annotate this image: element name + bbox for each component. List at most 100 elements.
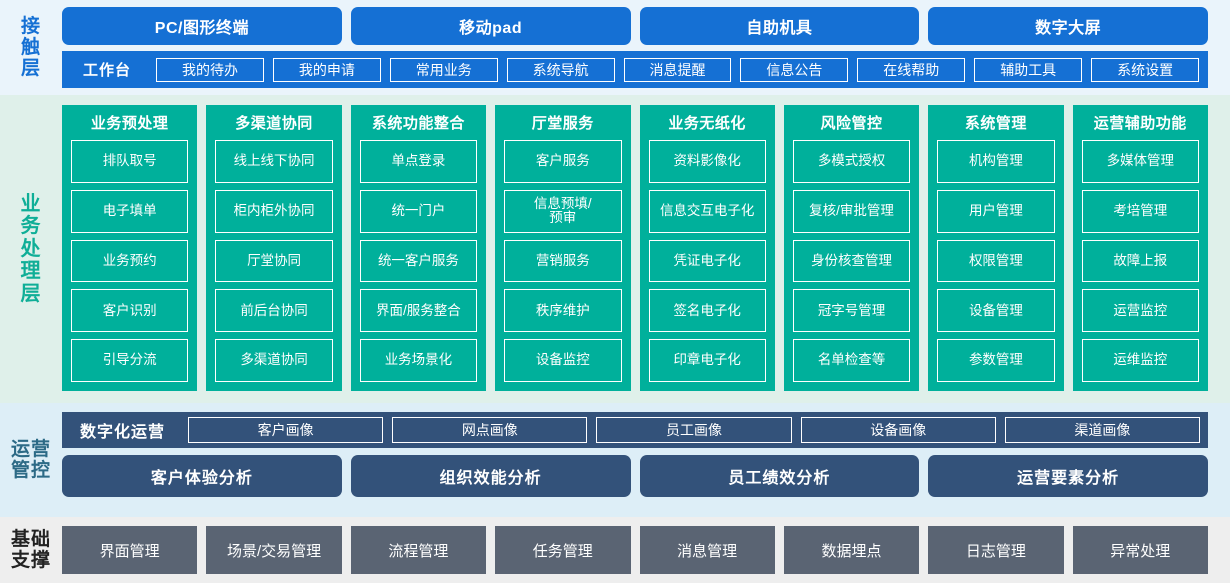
business-item[interactable]: 前后台协同 [215,289,333,333]
business-item[interactable]: 业务场景化 [359,339,478,382]
business-item[interactable]: 界面/服务整合 [359,289,478,333]
base-layer-band: 基础支撑 界面管理 场景/交易管理 流程管理 任务管理 消息管理 数据埋点 日志… [0,517,1230,583]
operations-layer-band: 运营管控 数字化运营 客户画像 网点画像 员工画像 设备画像 渠道画像 客户体验… [0,403,1230,517]
business-item[interactable]: 身份核查管理 [792,239,911,283]
business-item[interactable]: 资料影像化 [648,140,766,183]
business-item[interactable]: 客户识别 [71,289,189,333]
business-item[interactable]: 用户管理 [937,189,1055,233]
contact-layer-label: 接触层 [0,0,62,95]
business-item[interactable]: 多模式授权 [792,140,911,183]
base-item-task-management[interactable]: 任务管理 [495,526,631,574]
business-item[interactable]: 秩序维护 [504,289,622,333]
business-item[interactable]: 故障上报 [1081,239,1199,283]
business-layer-body: 业务预处理 排队取号 电子填单 业务预约 客户识别 引导分流 多渠道协同 线上线… [62,95,1230,403]
business-column-title: 业务预处理 [90,115,169,132]
business-item[interactable]: 排队取号 [71,140,189,183]
business-item[interactable]: 柜内柜外协同 [215,189,333,233]
business-item[interactable]: 冠字号管理 [792,289,911,333]
business-item[interactable]: 凭证电子化 [648,239,766,283]
workbench-item-system-settings[interactable]: 系统设置 [1091,57,1200,82]
business-item[interactable]: 复核/审批管理 [792,189,911,233]
business-item[interactable]: 权限管理 [937,239,1055,283]
base-item-process-management[interactable]: 流程管理 [350,526,487,574]
analysis-organization-efficiency[interactable]: 组织效能分析 [350,455,631,497]
business-column-items: 资料影像化 信息交互电子化 凭证电子化 签名电子化 印章电子化 [648,140,766,382]
contact-layer-band: 接触层 PC/图形终端 移动pad 自助机具 数字大屏 工作台 我的待办 我的申… [0,0,1230,95]
analysis-customer-experience[interactable]: 客户体验分析 [62,455,342,497]
portrait-branch[interactable]: 网点画像 [392,417,588,443]
business-item[interactable]: 多媒体管理 [1081,140,1199,183]
base-item-scenario-transaction[interactable]: 场景/交易管理 [206,526,342,574]
business-column-items: 机构管理 用户管理 权限管理 设备管理 参数管理 [937,140,1055,382]
workbench-item-my-todo[interactable]: 我的待办 [156,57,264,82]
base-item-data-tracking[interactable]: 数据埋点 [783,526,920,574]
business-item[interactable]: 机构管理 [937,140,1055,183]
workbench-item-common-business[interactable]: 常用业务 [389,57,498,82]
business-item[interactable]: 统一门户 [359,189,478,233]
workbench-item-announcement[interactable]: 信息公告 [740,57,849,82]
base-item-exception-handling[interactable]: 异常处理 [1072,526,1208,574]
business-column-paperless: 业务无纸化 资料影像化 信息交互电子化 凭证电子化 签名电子化 印章电子化 [639,105,775,391]
business-item[interactable]: 设备管理 [937,289,1055,333]
business-item[interactable]: 信息交互电子化 [648,189,766,233]
workbench-item-aux-tools[interactable]: 辅助工具 [974,57,1083,82]
base-item-message-management[interactable]: 消息管理 [639,526,775,574]
business-item[interactable]: 考培管理 [1081,189,1199,233]
business-item[interactable]: 引导分流 [71,339,189,382]
business-item[interactable]: 营销服务 [504,239,622,283]
business-item[interactable]: 印章电子化 [648,339,766,382]
business-column-lobby-service: 厅堂服务 客户服务 信息预填/ 预审 营销服务 秩序维护 设备监控 [495,105,631,391]
portrait-customer[interactable]: 客户画像 [188,417,384,443]
channel-box-digital-screen[interactable]: 数字大屏 [928,7,1208,45]
portrait-employee[interactable]: 员工画像 [596,417,792,443]
business-item[interactable]: 名单检查等 [792,339,911,382]
analysis-employee-performance[interactable]: 员工绩效分析 [639,455,920,497]
business-item[interactable]: 客户服务 [504,140,622,183]
business-item[interactable]: 信息预填/ 预审 [504,189,622,233]
business-item[interactable]: 厅堂协同 [215,239,333,283]
workbench-item-my-application[interactable]: 我的申请 [272,57,381,82]
business-item[interactable]: 统一客户服务 [359,239,478,283]
business-item[interactable]: 参数管理 [937,339,1055,382]
business-item[interactable]: 签名电子化 [648,289,766,333]
base-layer-label: 基础支撑 [0,517,62,583]
digital-operations-row: 数字化运营 客户画像 网点画像 员工画像 设备画像 渠道画像 [62,412,1208,448]
business-item[interactable]: 运营监控 [1081,289,1199,333]
business-column-multichannel: 多渠道协同 线上线下协同 柜内柜外协同 厅堂协同 前后台协同 多渠道协同 [206,105,342,391]
business-column-title: 系统管理 [964,115,1027,132]
business-column-items: 排队取号 电子填单 业务预约 客户识别 引导分流 [71,140,189,382]
business-item[interactable]: 多渠道协同 [215,339,333,382]
base-items-row: 界面管理 场景/交易管理 流程管理 任务管理 消息管理 数据埋点 日志管理 异常… [62,526,1208,574]
analysis-row: 客户体验分析 组织效能分析 员工绩效分析 运营要素分析 [62,455,1208,497]
business-column-system-integration: 系统功能整合 单点登录 统一门户 统一客户服务 界面/服务整合 业务场景化 [350,105,487,391]
business-item[interactable]: 运维监控 [1081,339,1199,382]
business-column-risk-control: 风险管控 多模式授权 复核/审批管理 身份核查管理 冠字号管理 名单检查等 [783,105,920,391]
base-layer-body: 界面管理 场景/交易管理 流程管理 任务管理 消息管理 数据埋点 日志管理 异常… [62,517,1230,583]
business-layer-label: 业务处理层 [0,95,62,403]
business-item[interactable]: 单点登录 [359,140,478,183]
portrait-device[interactable]: 设备画像 [800,417,996,443]
business-column-operation-aux: 运营辅助功能 多媒体管理 考培管理 故障上报 运营监控 运维监控 [1072,105,1208,391]
portrait-channel[interactable]: 渠道画像 [1004,417,1201,443]
operations-layer-body: 数字化运营 客户画像 网点画像 员工画像 设备画像 渠道画像 客户体验分析 组织… [62,403,1230,517]
workbench-item-message-alert[interactable]: 消息提醒 [623,57,732,82]
base-item-log-management[interactable]: 日志管理 [928,526,1064,574]
business-item[interactable]: 电子填单 [71,189,189,233]
business-column-title: 运营辅助功能 [1093,115,1187,132]
base-layer-label-text: 基础支撑 [10,528,51,571]
base-item-ui-management[interactable]: 界面管理 [62,526,198,574]
operations-layer-label-text: 运营管控 [10,438,51,481]
business-column-title: 厅堂服务 [531,115,594,132]
business-item[interactable]: 业务预约 [71,239,189,283]
workbench-item-online-help[interactable]: 在线帮助 [857,57,966,82]
workbench-item-system-nav[interactable]: 系统导航 [506,57,615,82]
business-item[interactable]: 线上线下协同 [215,140,333,183]
business-column-title: 系统功能整合 [371,115,465,132]
channel-box-pc[interactable]: PC/图形终端 [62,7,342,45]
business-columns: 业务预处理 排队取号 电子填单 业务预约 客户识别 引导分流 多渠道协同 线上线… [62,105,1208,391]
channel-box-mobile-pad[interactable]: 移动pad [350,7,631,45]
business-item[interactable]: 设备监控 [504,339,622,382]
channel-box-self-service[interactable]: 自助机具 [639,7,920,45]
analysis-operation-elements[interactable]: 运营要素分析 [928,455,1208,497]
